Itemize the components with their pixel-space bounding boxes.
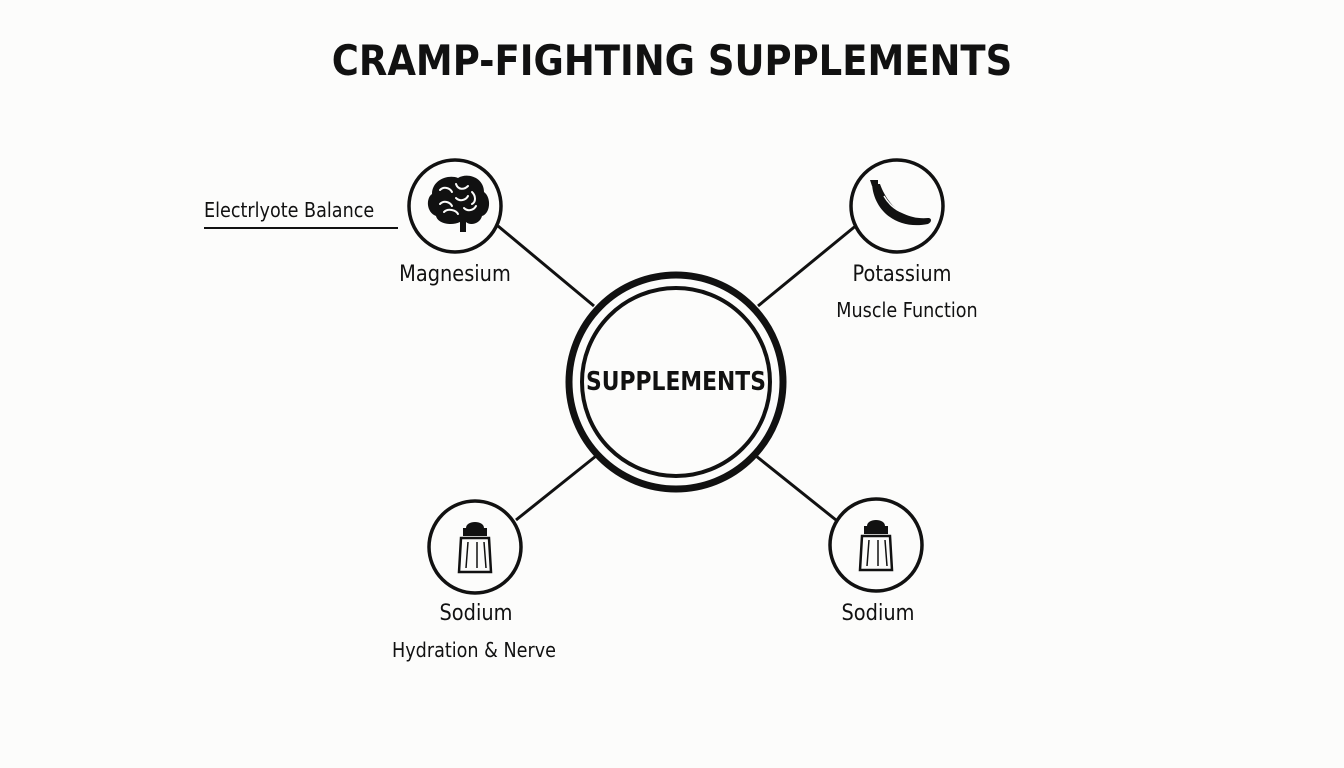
connector-magnesium: [497, 224, 595, 308]
node-sodium-right: [828, 497, 924, 593]
node-sub-potassium: Muscle Function: [836, 298, 978, 322]
node-label-magnesium: Magnesium: [399, 262, 511, 287]
connector-sodium-right: [755, 454, 837, 522]
node-label-potassium: Potassium: [852, 262, 952, 287]
side-note-underline: [204, 227, 398, 229]
node-sub-sodium-left: Hydration & Nerve: [392, 638, 556, 662]
node-potassium: [849, 158, 945, 254]
node-sodium-left: [427, 499, 523, 595]
diagram-title: CRAMP-FIGHTING SUPPLEMENTS: [331, 36, 1013, 85]
node-label-sodium-left: Sodium: [439, 601, 513, 626]
brain-icon: [427, 175, 490, 232]
banana-icon: [870, 180, 931, 226]
center-label: SUPPLEMENTS: [586, 367, 766, 397]
side-note-electrolyte: Electrlyote Balance: [204, 198, 375, 222]
node-label-sodium-right: Sodium: [841, 601, 915, 626]
center-hub: [565, 271, 787, 493]
node-magnesium: [407, 158, 503, 254]
salt-shaker-icon: [858, 520, 894, 572]
connector-sodium-left: [515, 454, 597, 522]
salt-shaker-icon: [457, 522, 493, 574]
connector-potassium: [757, 222, 859, 308]
